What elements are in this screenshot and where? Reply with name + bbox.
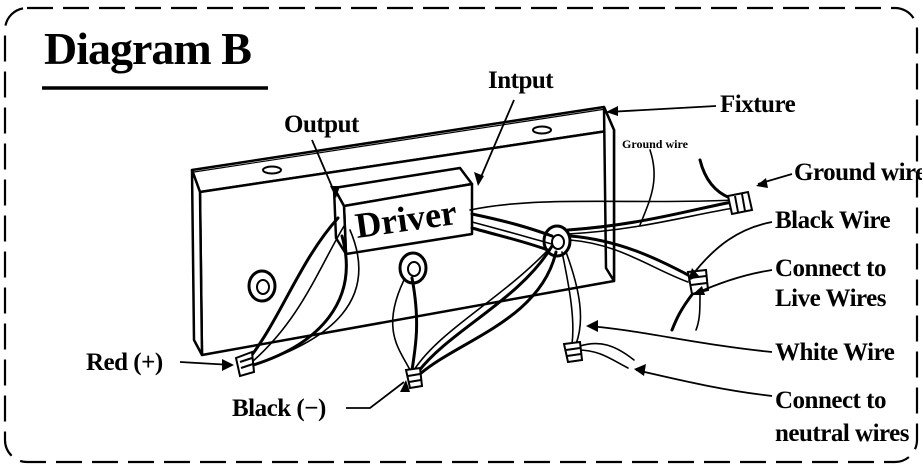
label-ground-wire: Ground wire [794,159,922,186]
arrowheads [222,106,768,392]
label-black-wire: Black Wire [775,207,891,234]
label-connect-live-2: Live Wires [775,285,886,312]
fixture-hole-right [532,125,552,135]
page-title: Diagram B [44,23,252,74]
fixture-hole-left [262,165,282,175]
label-red: Red (+) [86,349,163,376]
label-connect-live-1: Connect to [775,255,886,282]
label-connect-neutral-1: Connect to [775,387,886,414]
label-black: Black (−) [232,395,326,422]
connector-black [404,366,424,390]
label-fixture: Fixture [720,91,796,118]
label-output: Output [284,111,359,138]
connector-red [234,350,256,378]
connector-ground [726,190,754,216]
label-input: Intput [488,67,554,94]
grommet-middle [398,251,428,285]
diagram-border [3,6,919,464]
grommet-left [247,269,277,303]
label-white-wire: White Wire [775,339,895,366]
connector-white [562,340,584,364]
wires [246,149,735,376]
label-connect-neutral-2: neutral wires [775,420,910,447]
label-ground-wire-small: Ground wire [622,137,688,151]
leader-lines [179,99,793,409]
